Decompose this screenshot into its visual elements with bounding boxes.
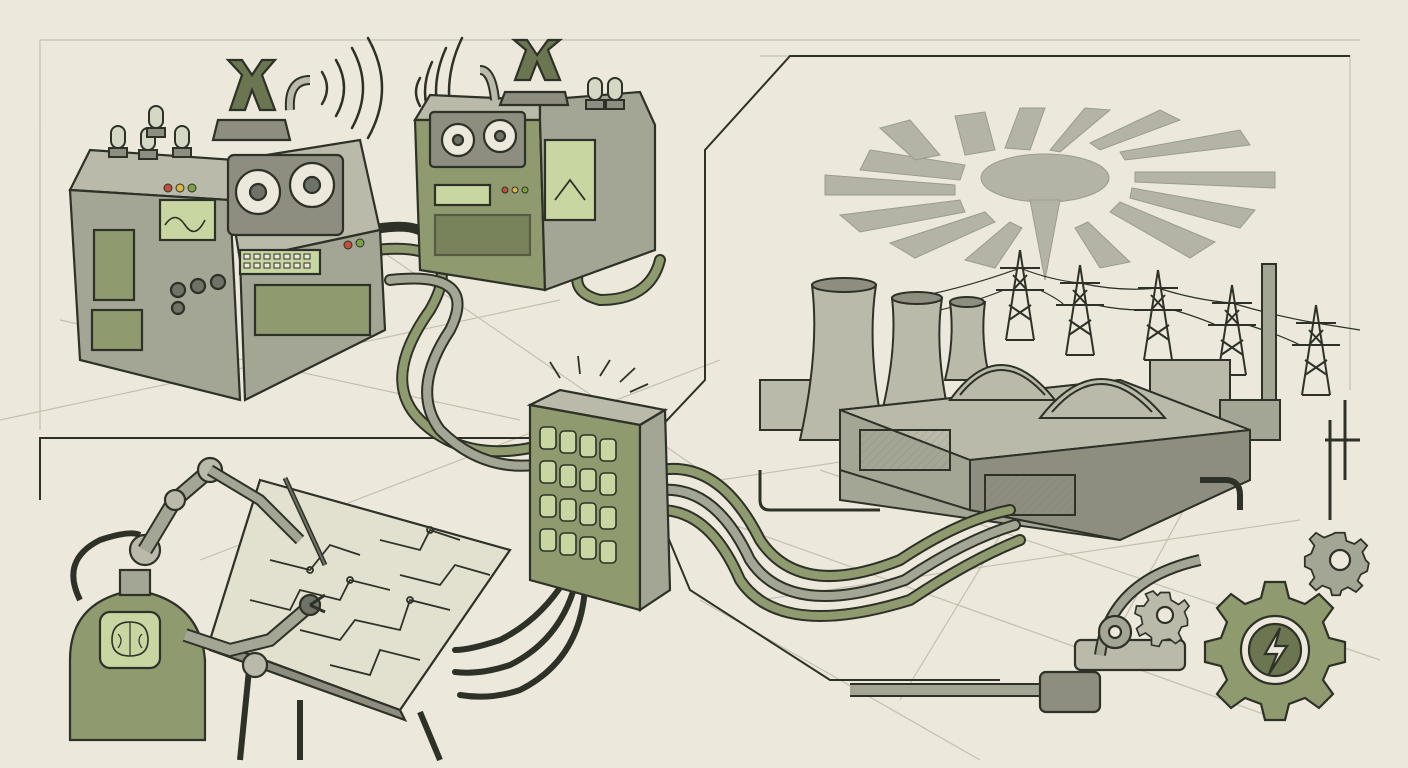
vacuum-tube-relay-cabinet-icon: [526, 355, 672, 613]
cooling-towers-icon: [798, 277, 992, 441]
robot-arm-with-brain-icon: [68, 456, 326, 742]
radiant-sun-icon: [824, 107, 1276, 281]
nuclear-power-plant-icon: [758, 263, 1281, 542]
vintage-tape-computer-large-icon: [68, 58, 387, 402]
reactor-domes-icon: [948, 364, 1168, 419]
gear-lightning-icon: [1097, 531, 1370, 722]
vintage-tape-computer-small-icon: [413, 38, 657, 292]
pipes-and-valves-icon: [850, 400, 1360, 714]
